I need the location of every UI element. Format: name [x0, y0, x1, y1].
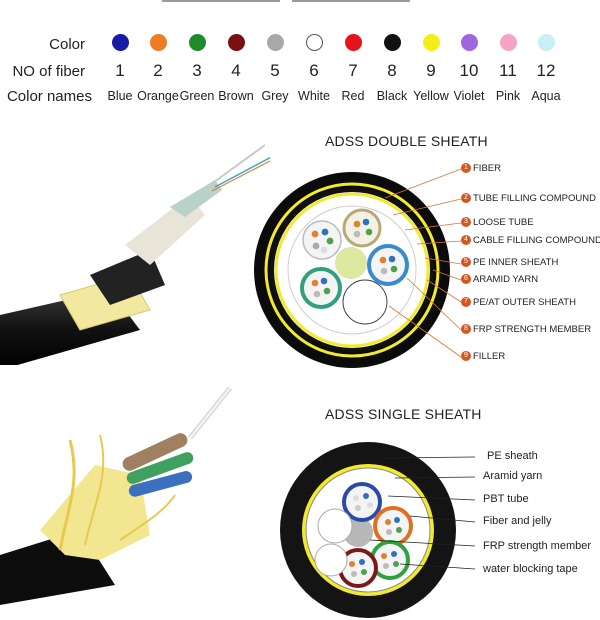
- fiber-color-name: Violet: [453, 89, 485, 103]
- fiber-number: 9: [426, 61, 436, 80]
- fiber-color-swatch: [149, 34, 167, 51]
- label-number-badge: 5: [461, 257, 471, 268]
- label-number-badge: 1: [461, 163, 471, 174]
- fiber-number: 7: [348, 61, 358, 80]
- fiber-color-name: White: [298, 89, 330, 103]
- label-number-badge: 2: [461, 193, 471, 204]
- fiber-color-swatch: [111, 34, 129, 51]
- row-label-color: Color: [49, 36, 85, 53]
- label-text: PE/AT OUTER SHEATH: [473, 297, 576, 308]
- fiber-number: 5: [270, 61, 280, 80]
- double-sheath-cable-photo: [0, 144, 270, 365]
- fiber-color-swatch: [305, 34, 323, 51]
- single-sheath-label: water blocking tape: [483, 563, 578, 575]
- double-sheath-cross-section: [254, 172, 450, 368]
- label-text: TUBE FILLING COMPOUND: [473, 193, 596, 204]
- top-divider-right: [292, 0, 410, 2]
- fiber-color-name: Orange: [137, 89, 179, 103]
- single-sheath-label: Aramid yarn: [483, 470, 543, 482]
- label-number-badge: 3: [461, 217, 471, 228]
- row-label-fiber-no: NO of fiber: [12, 63, 85, 80]
- fiber-color-name: Red: [341, 89, 365, 103]
- label-number-badge: 7: [461, 297, 471, 308]
- fiber-color-name: Blue: [107, 89, 133, 103]
- fiber-color-swatch: [460, 34, 478, 51]
- fiber-number: 8: [387, 61, 397, 80]
- fiber-number: 10: [459, 61, 479, 80]
- fiber-color-name: Black: [376, 89, 408, 103]
- label-number-badge: 4: [461, 235, 471, 246]
- fiber-number: 12: [536, 61, 556, 80]
- fiber-color-name: Aqua: [531, 89, 561, 103]
- fiber-color-swatch: [227, 34, 245, 51]
- single-sheath-title: ADSS SINGLE SHEATH: [325, 406, 482, 422]
- single-sheath-label: PE sheath: [487, 450, 538, 462]
- fiber-color-name: Green: [179, 89, 215, 103]
- single-sheath-label: Fiber and jelly: [483, 515, 552, 527]
- fiber-number: 3: [192, 61, 202, 80]
- row-label-color-names: Color names: [6, 88, 92, 105]
- fiber-color-name: Brown: [218, 89, 254, 103]
- fiber-color-swatch: [266, 34, 284, 51]
- label-text: FIBER: [473, 163, 501, 174]
- single-sheath-cross-section: [280, 442, 456, 618]
- label-number-badge: 8: [461, 324, 471, 335]
- fiber-color-swatch: [499, 34, 517, 51]
- fiber-number: 4: [231, 61, 241, 80]
- fiber-color-swatch: [537, 34, 555, 51]
- label-text: CABLE FILLING COMPOUND: [473, 235, 600, 246]
- single-sheath-label: FRP strength member: [483, 540, 592, 552]
- label-text: PE INNER SHEATH: [473, 257, 559, 268]
- top-divider-left: [162, 0, 280, 2]
- fiber-color-swatch: [188, 34, 206, 51]
- fiber-number: 2: [153, 61, 163, 80]
- label-text: FRP STRENGTH MEMBER: [473, 324, 592, 335]
- fiber-color-swatch: [344, 34, 362, 51]
- fiber-number: 6: [309, 61, 319, 80]
- double-sheath-leader-lines: [384, 168, 462, 358]
- fiber-color-name: Pink: [495, 89, 521, 103]
- fiber-number: 11: [499, 61, 517, 80]
- fiber-number: 1: [115, 61, 125, 80]
- single-sheath-leader-lines: [369, 456, 476, 570]
- fiber-color-swatch: [383, 34, 401, 51]
- fiber-color-swatch: [422, 34, 440, 51]
- single-sheath-label: PBT tube: [483, 493, 529, 505]
- label-text: ARAMID YARN: [473, 274, 539, 285]
- label-number-badge: 6: [461, 274, 471, 285]
- label-text: FILLER: [473, 351, 506, 362]
- label-number-badge: 9: [461, 351, 471, 362]
- double-sheath-title: ADSS DOUBLE SHEATH: [325, 133, 488, 149]
- single-sheath-cable-photo: [0, 386, 232, 605]
- fiber-color-name: Yellow: [413, 89, 449, 103]
- fiber-color-name: Grey: [261, 89, 289, 103]
- label-text: LOOSE TUBE: [473, 217, 534, 228]
